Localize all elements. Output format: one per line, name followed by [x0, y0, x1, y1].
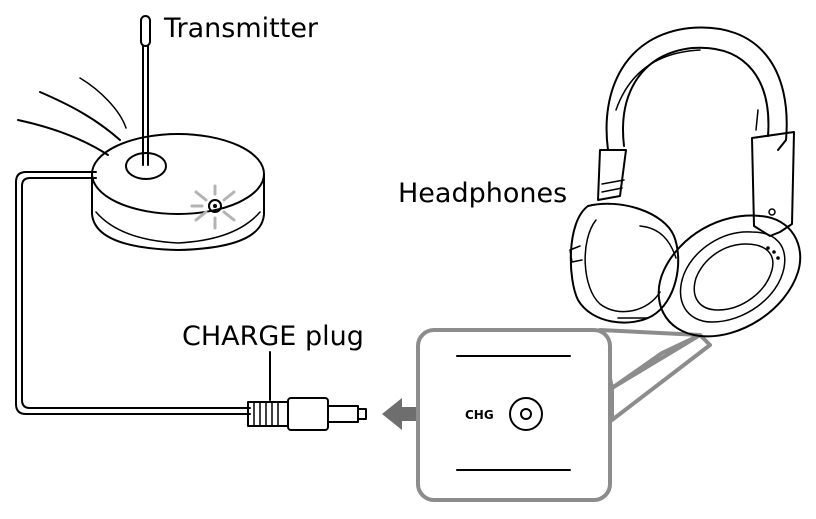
- charge-plug: [247, 397, 367, 431]
- charge-cable: [15, 171, 251, 415]
- charge-plug-label: CHARGE plug: [182, 321, 364, 352]
- charge-jack-callout: CHG: [416, 328, 712, 502]
- transmitter-label: Transmitter: [163, 13, 319, 44]
- transmitter-illustration: [15, 15, 265, 415]
- chg-label: CHG: [465, 408, 494, 422]
- headphones-illustration: [569, 26, 802, 338]
- indicator-lamp: [190, 184, 236, 230]
- headphones-label: Headphones: [398, 178, 567, 209]
- transmitter-cables: [17, 77, 127, 156]
- antenna: [140, 15, 151, 159]
- chg-jack-icon: [509, 397, 543, 431]
- transmitter-base: [91, 133, 265, 251]
